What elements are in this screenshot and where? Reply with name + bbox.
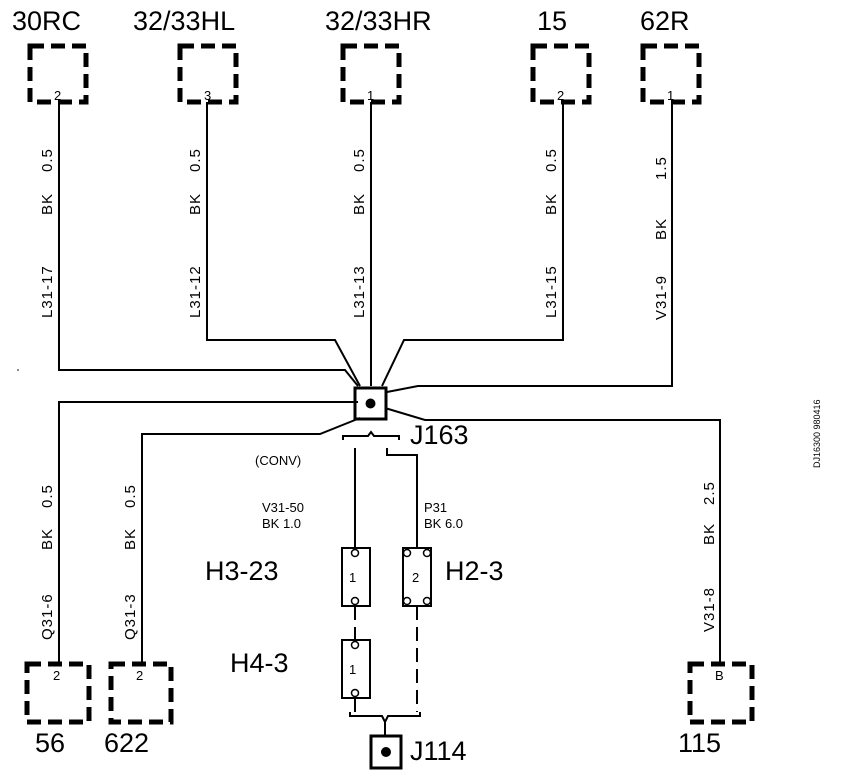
connector-pin: 2: [54, 88, 61, 103]
wire-size: 0.5: [122, 484, 139, 508]
connector-15[interactable]: 15 2: [530, 6, 592, 105]
component-label: H2-3: [445, 556, 504, 586]
wire-id: L31-13: [351, 265, 368, 318]
wire-size: 0.5: [39, 484, 56, 508]
connector-label: 115: [678, 728, 721, 758]
wire-q31-3[interactable]: [141, 417, 361, 662]
terminal-icon: [350, 640, 360, 650]
connector-label: 622: [104, 728, 149, 758]
wire-l31-12[interactable]: [206, 102, 361, 387]
wire-color: BK: [39, 193, 56, 215]
wire-color: BK: [701, 523, 718, 545]
connector-box: [530, 43, 592, 105]
component-label: H4-3: [230, 648, 289, 678]
wire-size: 0.5: [187, 148, 204, 172]
splice-dot: [365, 398, 376, 409]
component-body: [341, 639, 371, 699]
splice-j163[interactable]: J163 (CONV): [255, 386, 469, 468]
connector-label: 32/33HL: [133, 6, 235, 36]
connector-label: 15: [537, 6, 567, 36]
wire-color: BK: [653, 218, 670, 240]
component-h4-3[interactable]: 1 H4-3: [230, 639, 371, 699]
wire-color: BK: [543, 193, 560, 215]
component-pin: 1: [349, 570, 356, 585]
drawing-id: DJ16300 980416: [812, 399, 822, 468]
splice-bracket: [342, 430, 400, 440]
connector-pin: 1: [667, 88, 674, 103]
wire-q31-6[interactable]: [58, 401, 358, 662]
connector-32-33hl[interactable]: 32/33HL 3: [133, 6, 239, 105]
connector-32-33hr[interactable]: 32/33HR 1: [325, 6, 432, 105]
splice-label: J163: [410, 420, 469, 450]
wire-l31-15[interactable]: [381, 102, 564, 387]
wire-id: V31-9: [653, 275, 670, 320]
wire-id: L31-15: [543, 265, 560, 318]
wire-color: BK: [39, 528, 56, 550]
component-pin: 2: [412, 570, 419, 585]
splice-label: J114: [410, 736, 467, 766]
splice-j114[interactable]: J114: [369, 734, 467, 770]
terminal-icon: [350, 688, 360, 698]
component-h2-3[interactable]: 2 H2-3: [402, 547, 504, 607]
terminal-icon: [350, 548, 360, 558]
connector-62r[interactable]: 62R 1: [640, 6, 702, 105]
wire-color: BK: [122, 528, 139, 550]
ground-bracket: [349, 712, 421, 725]
wire-id: V31-8: [701, 587, 718, 632]
wire-id: Q31-3: [122, 593, 139, 640]
connector-label: 32/33HR: [325, 6, 432, 36]
connector-pin: B: [715, 668, 724, 683]
terminal-icon: [422, 548, 432, 558]
wire-p31[interactable]: [386, 448, 418, 548]
connector-label: 56: [35, 728, 65, 758]
terminal-icon: [402, 548, 412, 558]
component-h3-23[interactable]: 1 H3-23: [205, 547, 371, 607]
terminal-icon: [350, 596, 360, 606]
connector-pin: 2: [557, 88, 564, 103]
connector-box: [108, 661, 174, 725]
connector-622[interactable]: 2 622: [104, 661, 174, 758]
wire-size: 0.5: [39, 148, 56, 172]
wire-size: 2.5: [701, 481, 718, 505]
splice-variant: (CONV): [255, 453, 301, 468]
stray-mark: [17, 369, 19, 371]
connector-label: 30RC: [12, 6, 81, 36]
wire-id: P31: [424, 500, 447, 515]
connector-box: [24, 661, 92, 725]
splice-dot: [381, 747, 391, 757]
component-label: H3-23: [205, 556, 279, 586]
wire-id: Q31-6: [39, 593, 56, 640]
wire-color: BK: [351, 193, 368, 215]
wire-spec: BK 6.0: [424, 516, 463, 531]
wire-l31-17[interactable]: [58, 102, 359, 387]
terminal-icon: [402, 596, 412, 606]
connector-pin: 2: [136, 668, 143, 683]
connector-box: [687, 661, 755, 725]
wire-v31-8[interactable]: [384, 407, 721, 662]
wire-id: V31-50: [262, 500, 304, 515]
component-pin: 1: [349, 662, 356, 677]
connector-115[interactable]: B 115: [678, 661, 755, 758]
wire-color: BK: [187, 193, 204, 215]
wire-spec: BK 1.0: [262, 516, 301, 531]
wire-v31-9[interactable]: [386, 102, 673, 393]
connector-30rc[interactable]: 30RC 2: [12, 6, 89, 105]
wire-size: 0.5: [543, 148, 560, 172]
terminal-icon: [422, 596, 432, 606]
connector-label: 62R: [640, 6, 690, 36]
wire-id: L31-12: [187, 265, 204, 318]
connector-pin: 2: [53, 668, 60, 683]
wire-size: 0.5: [351, 148, 368, 172]
wire-size: 1.5: [653, 156, 670, 180]
connector-pin: 3: [204, 88, 211, 103]
connector-56[interactable]: 2 56: [24, 661, 92, 758]
connector-pin: 1: [367, 88, 374, 103]
wire-id: L31-17: [39, 265, 56, 318]
